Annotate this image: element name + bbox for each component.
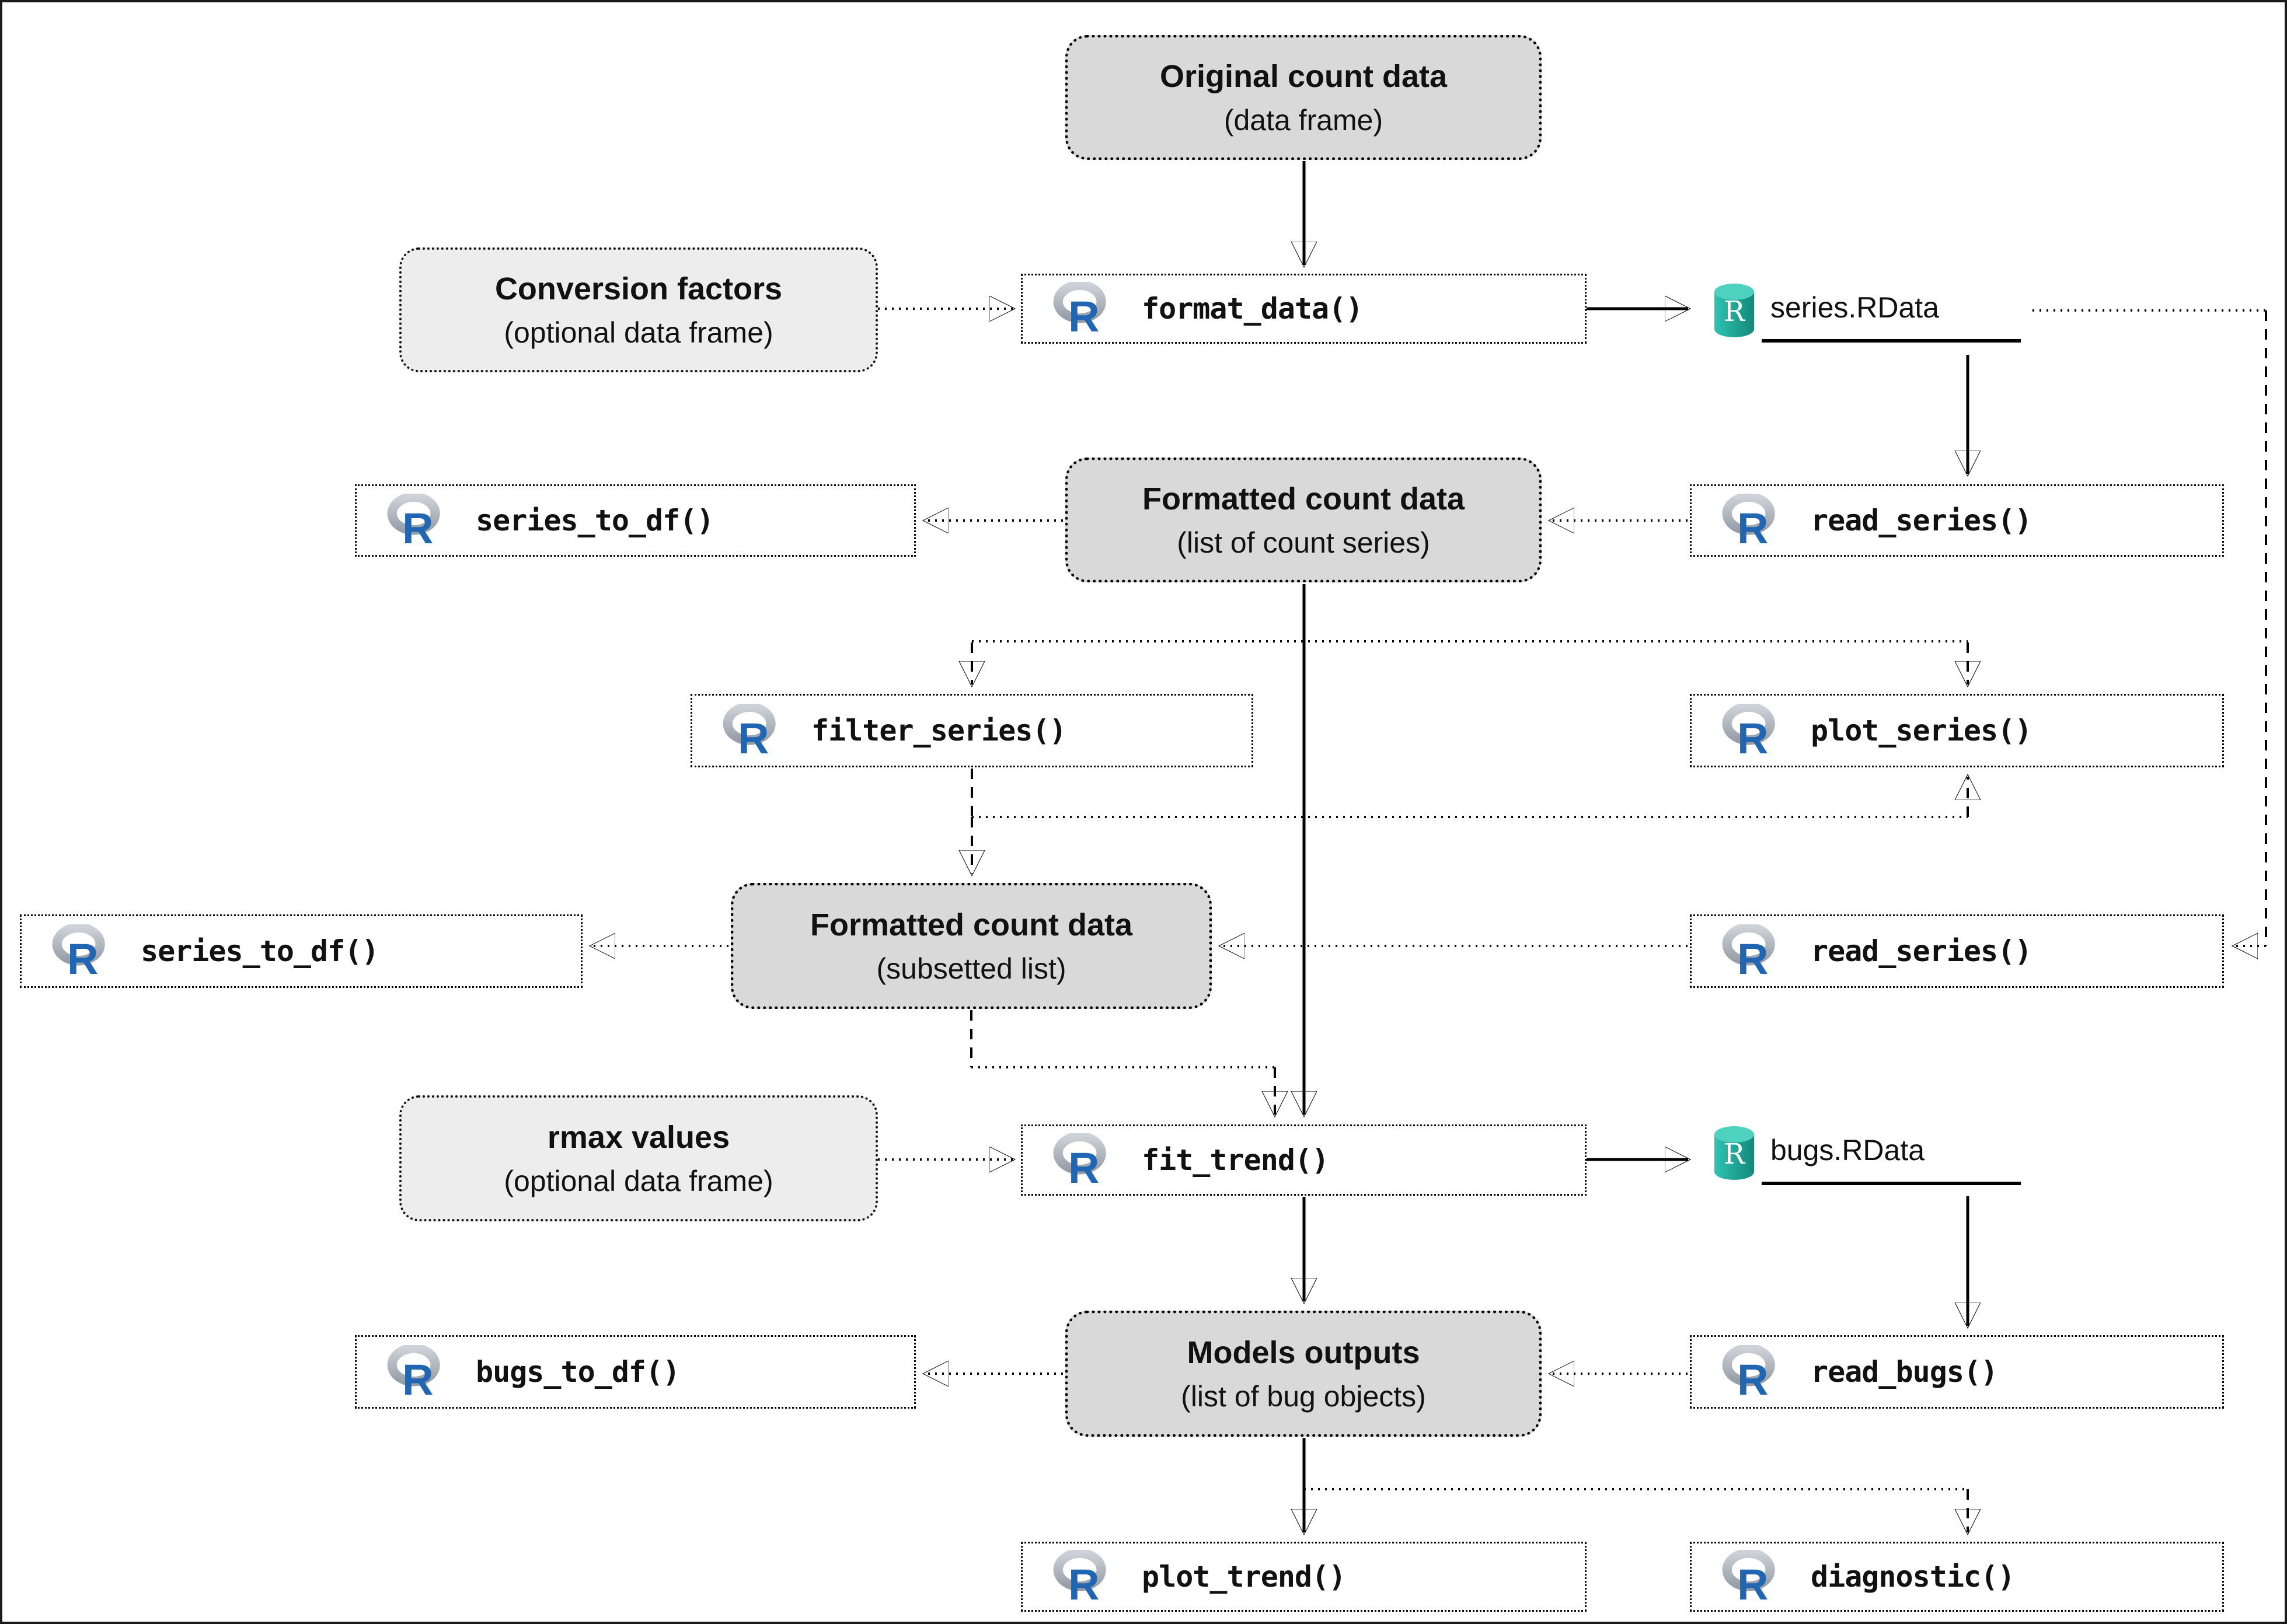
- function-box-filter-series: R filter_series(): [691, 694, 1253, 767]
- function-label: plot_trend(): [1142, 1560, 1346, 1594]
- node-subtitle: (data frame): [1223, 103, 1383, 137]
- node-subtitle: (subsetted list): [876, 952, 1066, 985]
- function-box-read-bugs: R read_bugs(): [1690, 1335, 2224, 1409]
- node-title: Conversion factors: [494, 271, 783, 307]
- r-logo-icon: R: [1722, 704, 1775, 757]
- function-label: format_data(): [1142, 292, 1363, 326]
- function-box-bugs-to-df: R bugs_to_df(): [355, 1335, 916, 1409]
- function-label: series_to_df(): [476, 504, 714, 537]
- node-title: Formatted count data: [1142, 481, 1465, 517]
- node-title: rmax values: [547, 1120, 730, 1155]
- node-conversion-factors: Conversion factors (optional data frame): [399, 247, 878, 372]
- node-subtitle: (list of count series): [1177, 526, 1430, 559]
- function-label: series_to_df(): [141, 934, 379, 968]
- function-box-plot-trend: R plot_trend(): [1021, 1542, 1587, 1612]
- r-logo-icon: R: [52, 924, 105, 978]
- r-logo-icon: R: [1722, 1550, 1775, 1604]
- r-logo-icon: R: [387, 1345, 440, 1399]
- function-label: read_series(): [1811, 934, 2032, 968]
- node-title: Models outputs: [1187, 1335, 1420, 1371]
- function-box-series-to-df-top: R series_to_df(): [355, 484, 916, 557]
- svg-text:R: R: [402, 504, 433, 547]
- rdata-file-icon: R: [1714, 284, 1754, 337]
- file-label: series.RData: [1770, 291, 1939, 324]
- function-box-diagnostic: R diagnostic(): [1690, 1542, 2224, 1612]
- node-subtitle: (optional data frame): [504, 316, 773, 349]
- node-title: Original count data: [1159, 59, 1448, 95]
- r-logo-icon: R: [1053, 282, 1106, 336]
- function-box-plot-series: R plot_series(): [1690, 694, 2224, 767]
- r-logo-icon: R: [1722, 1345, 1775, 1399]
- function-box-read-series-mid: R read_series(): [1690, 914, 2224, 988]
- node-formatted-count-list: Formatted count data (list of count seri…: [1065, 457, 1542, 582]
- function-label: filter_series(): [811, 714, 1067, 748]
- r-logo-icon: R: [1053, 1550, 1106, 1604]
- r-logo-icon: R: [1722, 924, 1775, 978]
- svg-text:R: R: [738, 714, 769, 757]
- rdata-file-icon: R: [1714, 1126, 1754, 1180]
- svg-text:R: R: [1737, 714, 1768, 757]
- svg-text:R: R: [67, 935, 98, 978]
- function-label: read_bugs(): [1811, 1355, 1998, 1389]
- node-rmax-values: rmax values (optional data frame): [399, 1095, 878, 1221]
- node-title: Formatted count data: [810, 907, 1133, 943]
- svg-text:R: R: [1068, 1144, 1099, 1187]
- function-label: diagnostic(): [1811, 1560, 2015, 1594]
- function-label: bugs_to_df(): [476, 1355, 680, 1389]
- svg-text:R: R: [1737, 935, 1768, 978]
- function-box-series-to-df-mid: R series_to_df(): [20, 914, 583, 988]
- function-label: fit_trend(): [1142, 1143, 1329, 1177]
- function-box-fit-trend: R fit_trend(): [1021, 1124, 1587, 1196]
- svg-text:R: R: [1068, 1560, 1099, 1604]
- svg-text:R: R: [1724, 295, 1746, 328]
- file-label: bugs.RData: [1770, 1134, 1925, 1167]
- file-node-bugs-rdata: R bugs.RData: [1711, 1124, 2026, 1185]
- svg-text:R: R: [402, 1356, 433, 1399]
- function-label: plot_series(): [1811, 714, 2032, 748]
- node-original-count-data: Original count data (data frame): [1065, 35, 1542, 160]
- r-logo-icon: R: [723, 704, 776, 757]
- svg-text:R: R: [1737, 504, 1768, 547]
- file-node-series-rdata: R series.RData: [1711, 281, 2026, 342]
- function-box-read-series-top: R read_series(): [1690, 484, 2224, 557]
- svg-text:R: R: [1737, 1560, 1768, 1604]
- r-logo-icon: R: [1053, 1133, 1106, 1187]
- svg-text:R: R: [1737, 1356, 1768, 1399]
- function-box-format-data: R format_data(): [1021, 274, 1587, 344]
- node-formatted-count-subset: Formatted count data (subsetted list): [731, 883, 1212, 1009]
- node-models-outputs: Models outputs (list of bug objects): [1065, 1311, 1542, 1437]
- node-subtitle: (list of bug objects): [1181, 1379, 1426, 1413]
- r-logo-icon: R: [387, 494, 440, 547]
- svg-text:R: R: [1068, 292, 1099, 336]
- function-label: read_series(): [1811, 504, 2032, 537]
- r-logo-icon: R: [1722, 494, 1775, 547]
- node-subtitle: (optional data frame): [504, 1164, 773, 1197]
- svg-text:R: R: [1724, 1138, 1746, 1171]
